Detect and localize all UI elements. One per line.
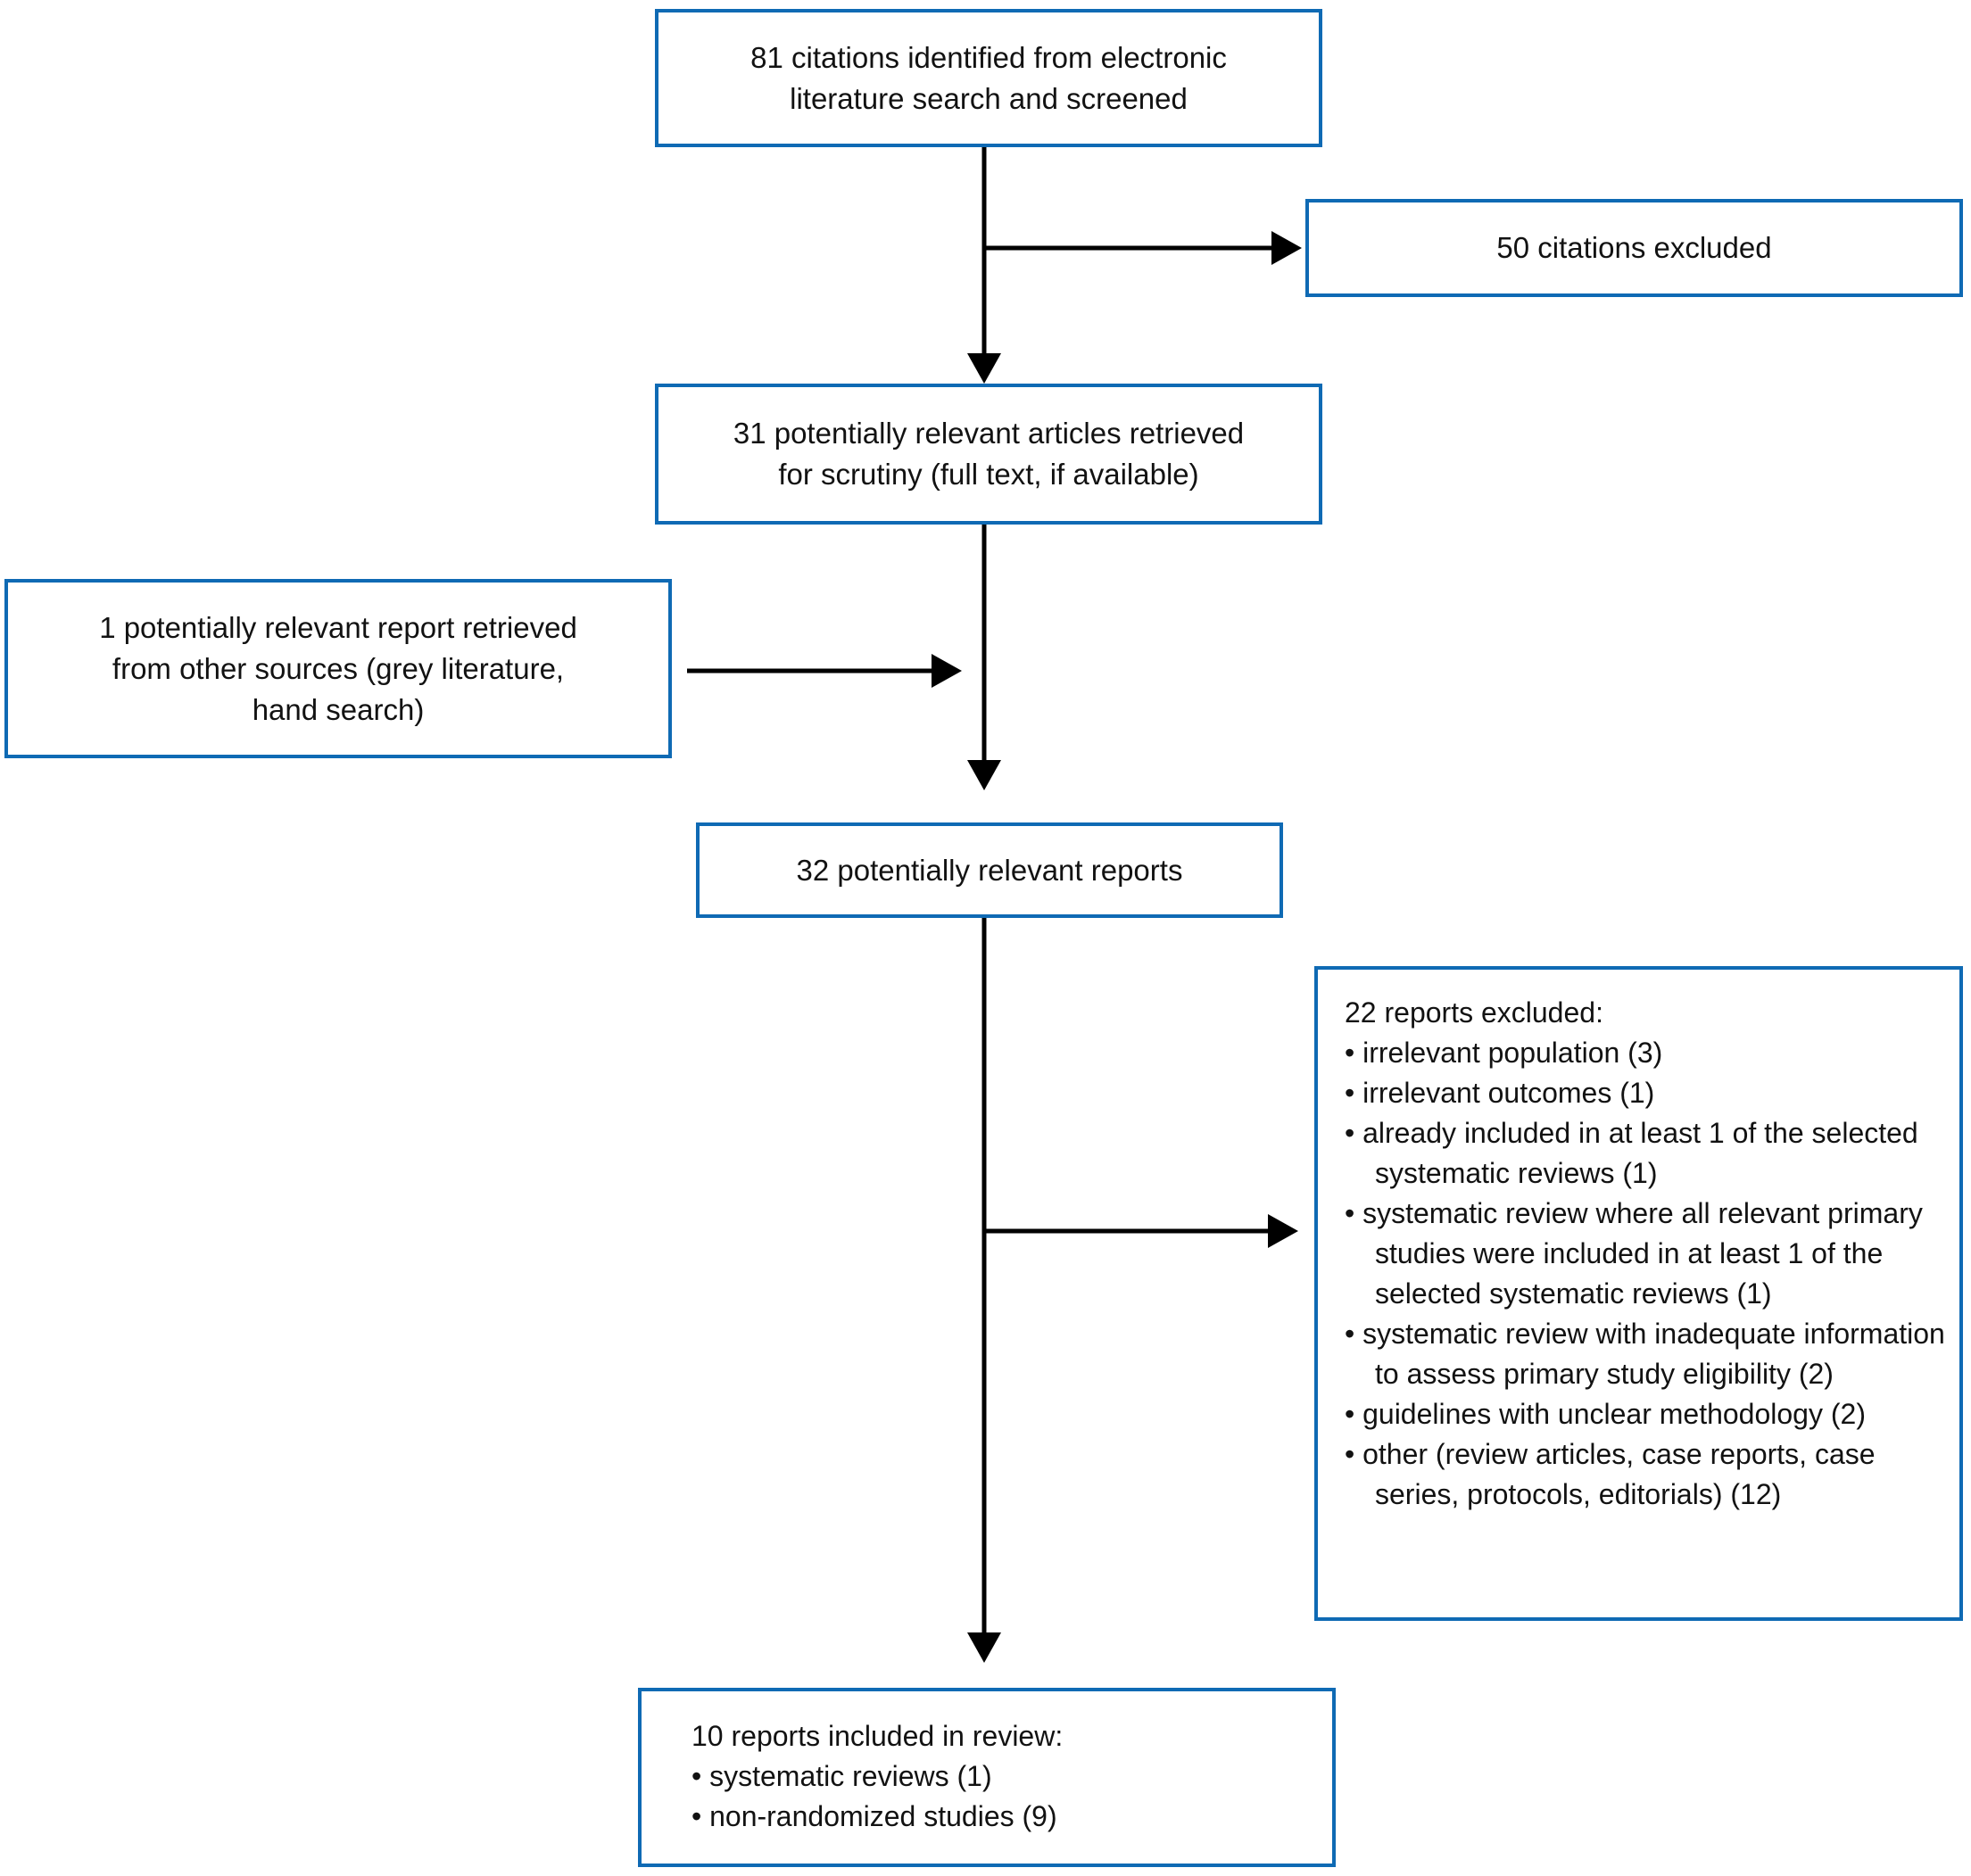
- box-reports-included-list: • systematic reviews (1) • non-randomized…: [692, 1756, 1321, 1837]
- list-item: • systematic review where all relevant p…: [1345, 1197, 1923, 1310]
- box-relevant-reports: 32 potentially relevant reports: [696, 822, 1283, 918]
- box-relevant-reports-text: 32 potentially relevant reports: [796, 853, 1183, 887]
- box-reports-included: 10 reports included in review: • systema…: [638, 1688, 1336, 1867]
- box-reports-excluded-title: 22 reports excluded:: [1345, 996, 1603, 1029]
- arrow-other-sources-to-reports: [687, 654, 962, 688]
- list-item: • irrelevant outcomes (1): [1345, 1077, 1655, 1109]
- list-item: • other (review articles, case reports, …: [1345, 1438, 1876, 1510]
- box-citations-excluded: 50 citations excluded: [1305, 199, 1963, 297]
- list-item: • systematic reviews (1): [692, 1760, 992, 1792]
- box-other-sources: 1 potentially relevant report retrieved …: [4, 579, 672, 758]
- box-reports-included-title: 10 reports included in review:: [692, 1720, 1064, 1752]
- list-item: • already included in at least 1 of the …: [1345, 1117, 1918, 1189]
- arrow-reports-to-included: [967, 918, 1001, 1663]
- box-other-sources-text: 1 potentially relevant report retrieved …: [99, 610, 577, 726]
- box-articles-retrieved: 31 potentially relevant articles retriev…: [655, 384, 1322, 525]
- arrow-screened-to-retrieved: [967, 147, 1001, 384]
- box-citations-screened-text: 81 citations identified from electronic …: [750, 40, 1227, 115]
- arrow-to-reports-excluded: [984, 1214, 1298, 1248]
- box-citations-screened: 81 citations identified from electronic …: [655, 9, 1322, 147]
- box-articles-retrieved-text: 31 potentially relevant articles retriev…: [733, 417, 1245, 491]
- box-reports-excluded-list: • irrelevant population (3) • irrelevant …: [1345, 1033, 1949, 1515]
- list-item: • irrelevant population (3): [1345, 1037, 1663, 1069]
- arrow-to-citations-excluded: [984, 231, 1302, 265]
- box-reports-excluded: 22 reports excluded: • irrelevant popula…: [1314, 966, 1963, 1621]
- list-item: • systematic review with inadequate info…: [1345, 1318, 1945, 1390]
- arrow-retrieved-to-reports: [967, 525, 1001, 790]
- list-item: • non-randomized studies (9): [692, 1800, 1057, 1832]
- list-item: • guidelines with unclear methodology (2…: [1345, 1398, 1866, 1430]
- box-citations-excluded-text: 50 citations excluded: [1496, 231, 1772, 264]
